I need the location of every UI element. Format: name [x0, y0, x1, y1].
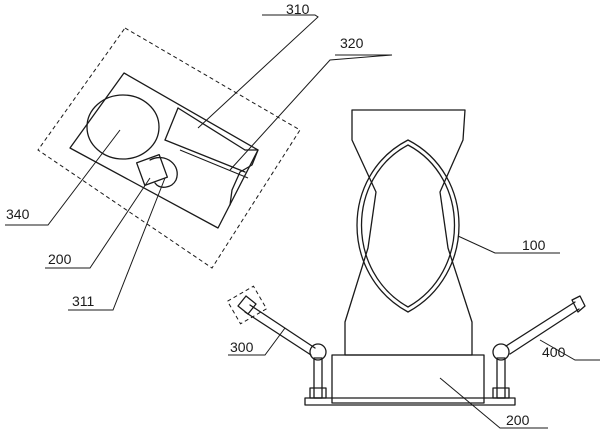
- left-post: [313, 357, 323, 399]
- round-part: [86, 94, 160, 160]
- label-400: 400: [542, 344, 566, 360]
- right-post: [496, 357, 506, 399]
- left-post-foot: [309, 387, 327, 399]
- main-assembly: [226, 109, 586, 406]
- holder-frame: [69, 72, 259, 229]
- clamp-hook: [149, 156, 178, 188]
- left-arm-detail-box: [226, 285, 268, 325]
- reference-labels: 310 320 340 200 311 300 100 400 200: [6, 1, 566, 428]
- right-arm-tip: [571, 295, 586, 313]
- leader-300: [228, 327, 286, 356]
- leader-320: [229, 54, 393, 171]
- base-block: [331, 354, 485, 404]
- right-post-foot: [492, 387, 510, 399]
- label-200-base: 200: [506, 412, 530, 428]
- detail-view: [37, 27, 301, 269]
- machine-body: [344, 109, 473, 356]
- leader-200b: [439, 377, 548, 429]
- leader-340: [5, 129, 121, 226]
- right-arm-top: [505, 301, 576, 347]
- lens-part-outer: [356, 139, 460, 313]
- slot-line-2: [179, 149, 249, 179]
- label-200-detail: 200: [48, 251, 72, 267]
- left-ball-joint: [309, 343, 327, 361]
- right-ball-joint: [492, 343, 510, 361]
- label-340: 340: [6, 206, 30, 222]
- label-300: 300: [230, 339, 254, 355]
- label-311: 311: [72, 293, 95, 309]
- detail-boundary: [37, 27, 301, 269]
- inner-plate: [177, 107, 246, 151]
- label-320: 320: [340, 35, 364, 51]
- leader-200a: [45, 177, 151, 269]
- leader-lines: [5, 14, 600, 429]
- label-310: 310: [286, 1, 310, 17]
- leader-310: [197, 14, 319, 129]
- left-arm-tip: [237, 295, 257, 315]
- left-arm-top: [249, 304, 316, 349]
- leader-311: [68, 177, 166, 311]
- label-100: 100: [522, 237, 546, 253]
- left-arm-bottom: [244, 311, 312, 356]
- clamp-part: [135, 153, 169, 187]
- right-arm-bottom: [509, 308, 580, 355]
- inner-plate-side: [229, 149, 259, 206]
- base-plate: [304, 397, 516, 406]
- slot-line: [164, 139, 246, 173]
- leader-400: [539, 339, 600, 361]
- lens-part-inner: [360, 144, 456, 308]
- inner-plate-edge: [164, 107, 179, 141]
- leader-100: [457, 235, 560, 254]
